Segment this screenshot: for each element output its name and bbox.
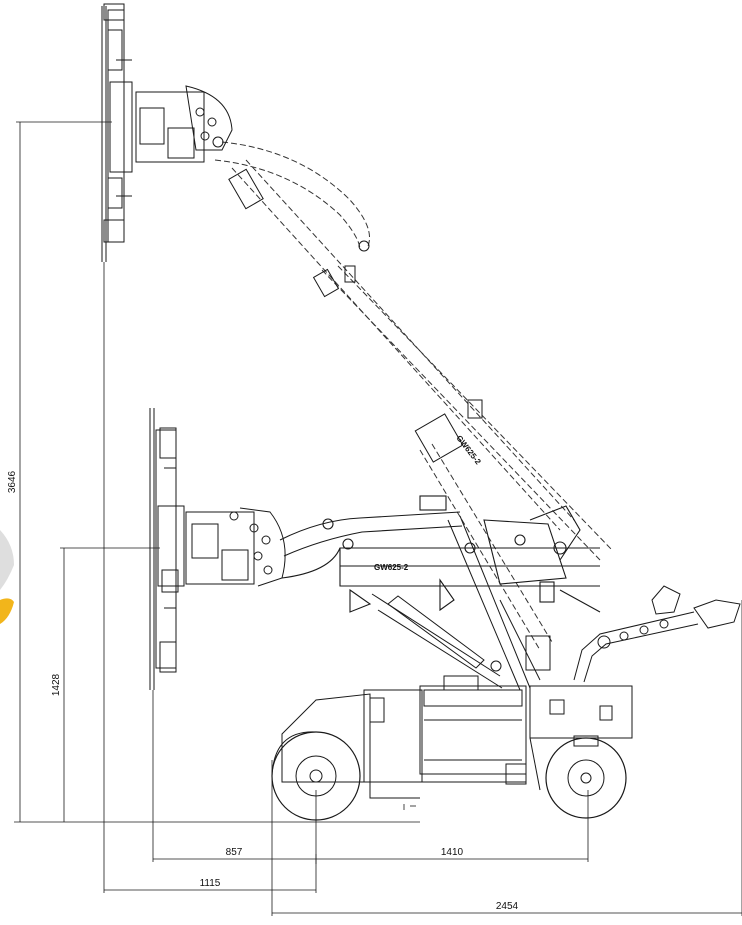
chassis-body [281,675,527,799]
rear-wheel [545,735,627,819]
dim-overall-height: 3646 [7,470,18,493]
raised-boom-outline [214,141,613,651]
dimension-lines [14,121,742,916]
dim-rear-offset: 1115 [200,878,221,889]
lift-arms [447,515,551,691]
left-edge-ghost-shape [0,530,14,590]
lowered-vacuum-frame [149,408,185,690]
dim-total-length: 2454 [496,901,519,912]
raised-boom-head [135,85,483,463]
lowered-boom-head [185,507,286,587]
body-model-label: GW625-2 [374,563,409,572]
raised-vacuum-frame [101,3,133,262]
dim-front-to-axle: 857 [226,847,243,858]
left-edge-accent-shape [0,598,14,624]
boom-model-label: GW625-2 [454,434,483,467]
front-wheel [271,731,361,821]
lowered-boom-arms [279,495,601,613]
steering-handle [573,585,741,683]
hydraulic-cylinder [371,593,503,689]
dim-lower-height: 1428 [51,673,62,696]
ground-marks [403,804,416,810]
dim-wheelbase: 1410 [441,847,464,858]
